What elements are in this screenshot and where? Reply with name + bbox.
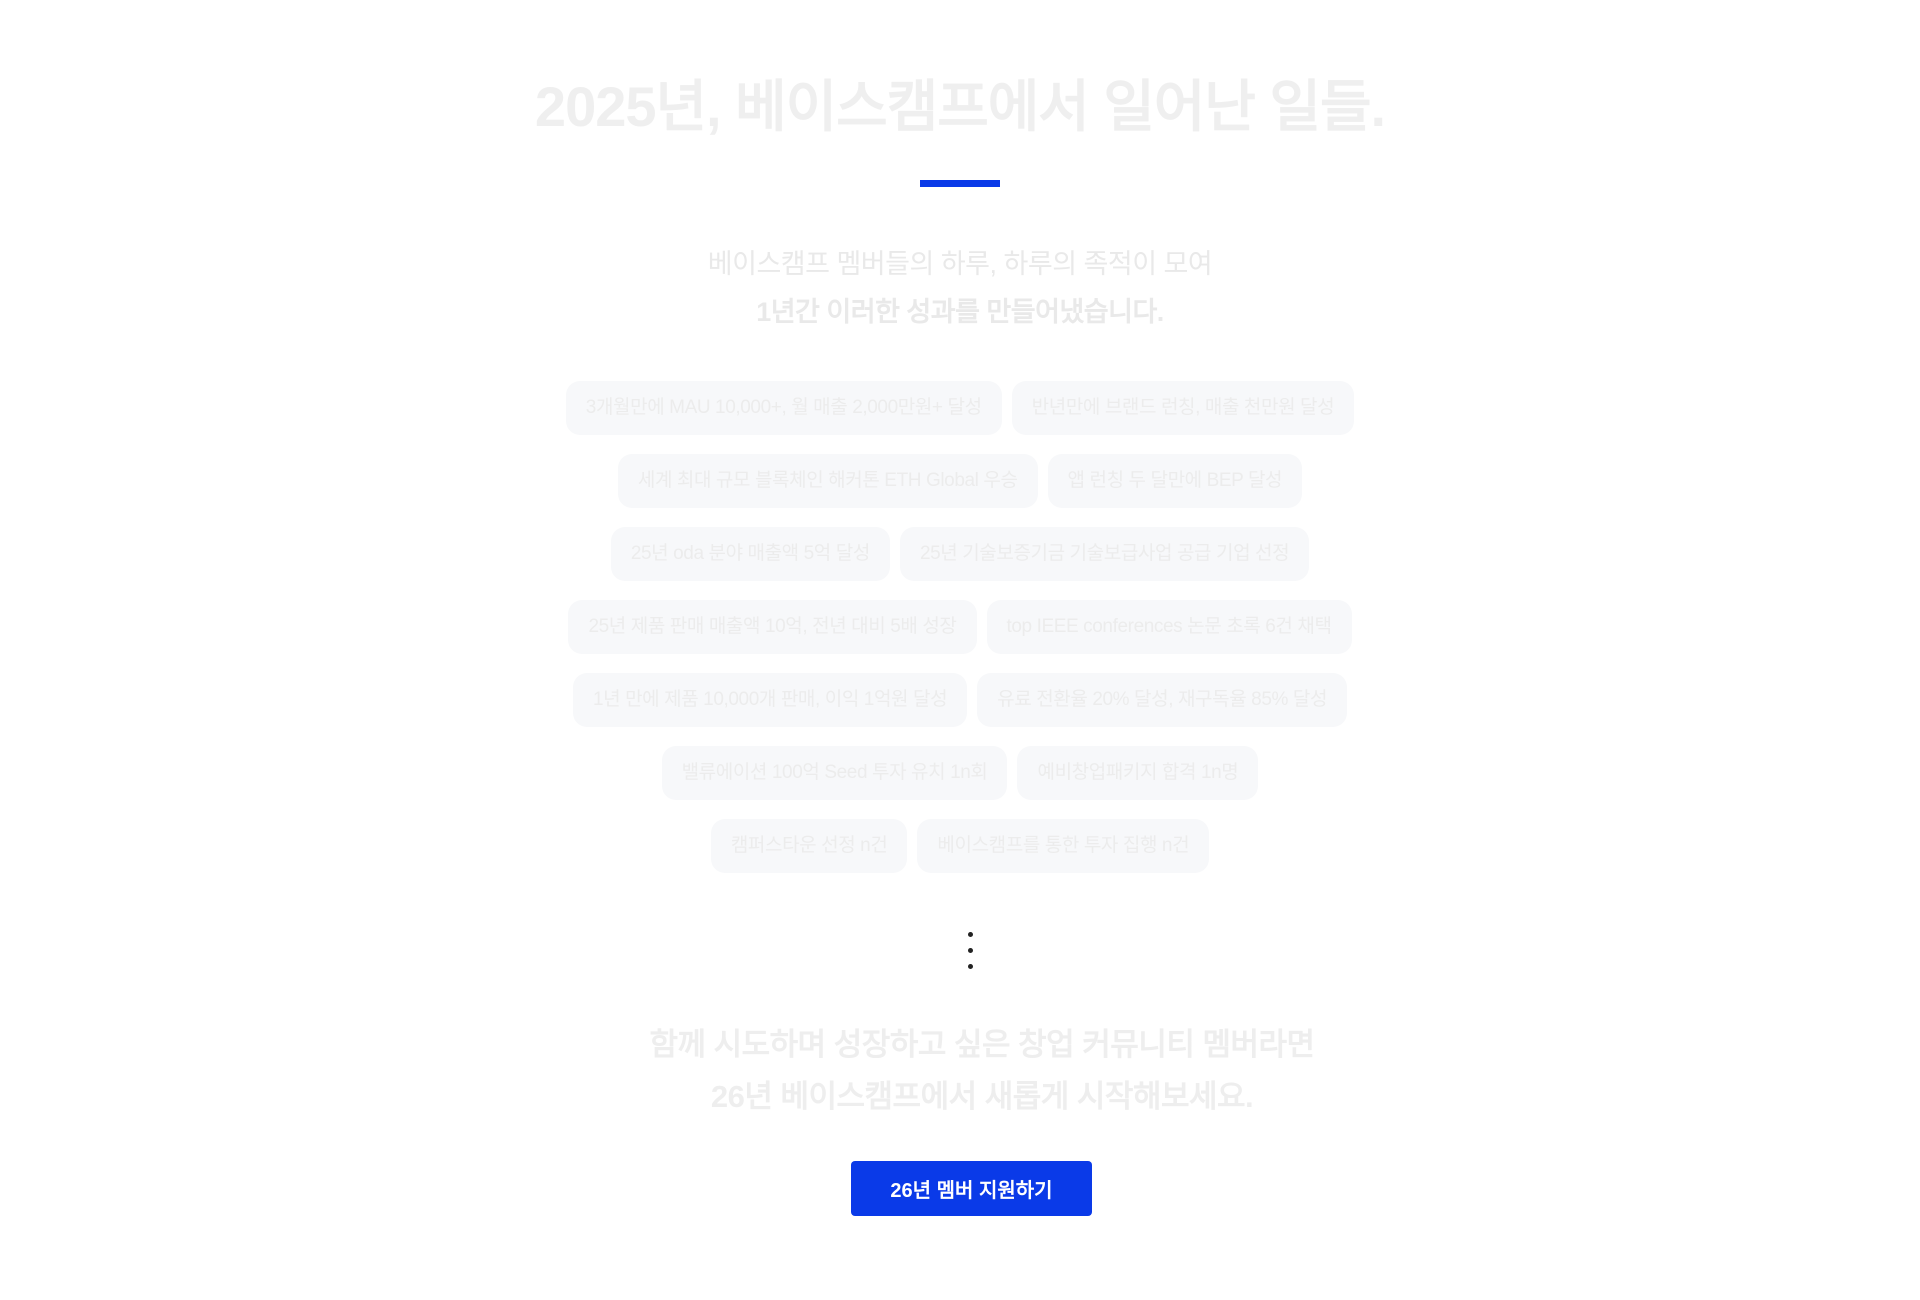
intro-line-2: 1년간 이러한 성과를 만들어냈습니다. bbox=[756, 297, 1164, 327]
achievement-chip: 앱 런칭 두 달만에 BEP 달성 bbox=[1047, 454, 1303, 508]
apply-member-button[interactable]: 26년 멤버 지원하기 bbox=[851, 1161, 1092, 1216]
achievement-chip: 반년만에 브랜드 런칭, 매출 천만원 달성 bbox=[1011, 381, 1355, 435]
closing-line-1: 함께 시도하며 성장하고 싶은 창업 커뮤니티 멤버라면 bbox=[649, 1027, 1315, 1062]
achievement-chip: 유료 전환율 20% 달성, 재구독율 85% 달성 bbox=[977, 673, 1348, 727]
achievement-chip: 밸류에이션 100억 Seed 투자 유치 1n회 bbox=[661, 746, 1008, 800]
achievement-chip: 예비창업패키지 합격 1n명 bbox=[1017, 746, 1259, 800]
page-title: 2025년, 베이스캠프에서 일어난 일들. bbox=[534, 75, 1386, 138]
achievement-chip: 3개월만에 MAU 10,000+, 월 매출 2,000만원+ 달성 bbox=[565, 381, 1002, 435]
intro-line-1: 베이스캠프 멤버들의 하루, 하루의 족적이 모여 bbox=[707, 249, 1213, 279]
dot bbox=[968, 932, 973, 937]
achievement-chip: 1년 만에 제품 10,000개 판매, 이익 1억원 달성 bbox=[572, 673, 968, 727]
achievement-chip: 세계 최대 규모 블록체인 해커톤 ETH Global 우승 bbox=[617, 454, 1038, 508]
closing-line-2: 26년 베이스캠프에서 새롭게 시작해보세요. bbox=[710, 1079, 1254, 1114]
accent-divider bbox=[920, 180, 1000, 187]
dot bbox=[968, 948, 973, 953]
achievement-chip: 캠퍼스타운 선정 n건 bbox=[710, 819, 908, 873]
dot bbox=[968, 964, 973, 969]
achievement-chip: 25년 제품 판매 매출액 10억, 전년 대비 5배 성장 bbox=[568, 600, 977, 654]
achievement-chip: top IEEE conferences 논문 초록 6건 채택 bbox=[986, 600, 1352, 654]
achievement-chip: 25년 oda 분야 매출액 5억 달성 bbox=[610, 527, 890, 581]
achievement-chip: 25년 기술보증기금 기술보급사업 공급 기업 선정 bbox=[899, 527, 1310, 581]
achievement-chip: 베이스캠프를 통한 투자 집행 n건 bbox=[917, 819, 1210, 873]
more-ellipsis-icon bbox=[968, 932, 974, 980]
